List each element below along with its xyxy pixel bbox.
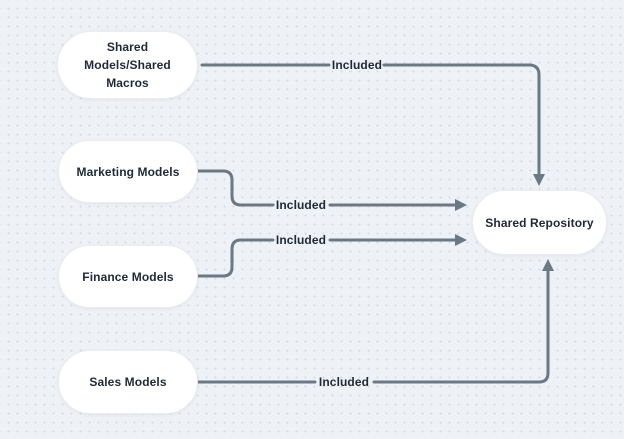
node-label-line: Models/Shared — [84, 58, 171, 72]
node-marketing-models: Marketing Models — [58, 140, 198, 203]
connector-sales-models — [195, 269, 550, 384]
node-shared-repository: Shared Repository — [472, 190, 607, 255]
node-sales-models: Sales Models — [58, 350, 198, 414]
node-label-line: Macros — [106, 76, 149, 90]
arrowhead-shared-models — [533, 174, 545, 186]
arrowhead-marketing-models — [455, 199, 467, 211]
node-label: Finance Models — [82, 269, 174, 284]
edge-label-included-sales: Included — [318, 375, 370, 389]
node-label-line: Shared — [106, 40, 149, 54]
arrowhead-sales-models — [542, 259, 554, 271]
connector-marketing-models — [196, 169, 457, 207]
edge-label-included-top: Included — [331, 58, 383, 72]
edge-label-included-finance: Included — [275, 233, 327, 247]
node-label: Sales Models — [89, 375, 167, 389]
edge-label-included-marketing: Included — [275, 198, 327, 212]
node-label: Shared Repository — [485, 215, 594, 230]
node-finance-models: Finance Models — [58, 245, 198, 308]
arrowhead-finance-models — [455, 234, 467, 246]
node-shared-models: Shared Models/Shared Macros — [57, 31, 198, 99]
connector-shared-models — [200, 63, 541, 176]
connector-finance-models — [196, 238, 457, 278]
node-label: Marketing Models — [76, 164, 180, 179]
